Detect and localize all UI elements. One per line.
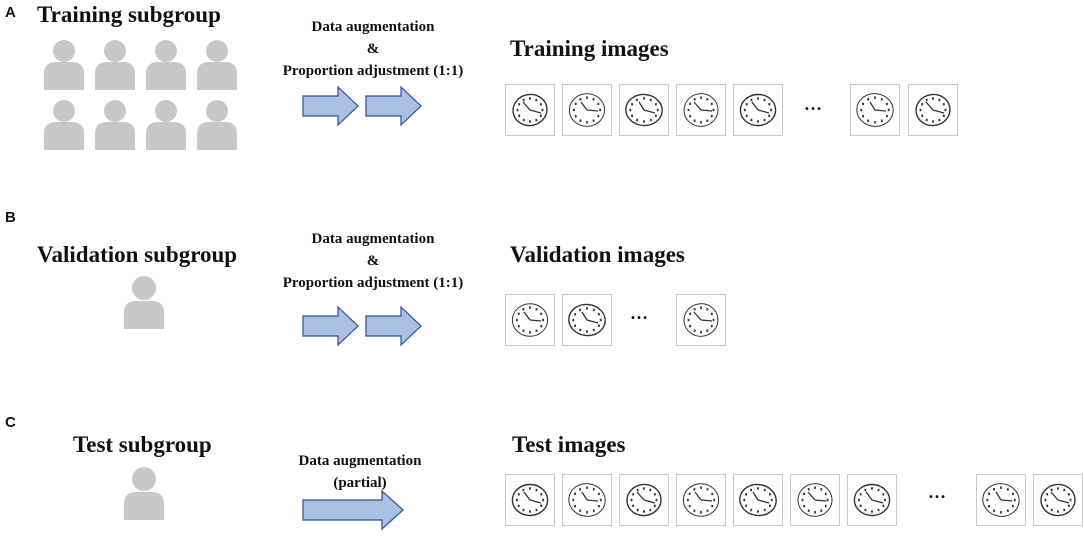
clock-thumbnail <box>676 84 726 136</box>
clock-drawing-icon <box>1040 483 1076 517</box>
test-arrow <box>302 489 408 536</box>
clock-thumbnail <box>790 474 840 526</box>
step-line: Proportion adjustment (1:1) <box>282 63 464 79</box>
clock-drawing-icon <box>682 483 720 517</box>
training-subgroup-people <box>40 38 240 158</box>
clock-drawing-icon <box>568 303 606 337</box>
clock-thumbnail <box>676 294 726 346</box>
clock-drawing-icon <box>625 93 663 127</box>
step-line: (partial) <box>333 475 387 491</box>
validation-ellipsis: … <box>630 303 648 323</box>
clock-drawing-icon <box>512 93 548 127</box>
clock-thumbnail <box>733 474 783 526</box>
clock-drawing-icon <box>739 483 777 517</box>
clock-drawing-icon <box>982 483 1020 517</box>
clock-thumbnail <box>908 84 958 136</box>
step-line: Data augmentation <box>311 231 435 247</box>
clock-drawing-icon <box>853 483 891 517</box>
clock-drawing-icon <box>568 483 606 517</box>
clock-thumbnail <box>505 294 555 346</box>
step-line: & <box>366 253 380 269</box>
person-icon <box>44 40 84 90</box>
clock-thumbnail <box>619 474 669 526</box>
clock-drawing-icon <box>626 483 662 517</box>
training-subgroup-title: Training subgroup <box>37 2 221 27</box>
clock-drawing-icon <box>739 93 777 127</box>
person-icon <box>95 40 135 90</box>
clock-drawing-icon <box>683 303 719 337</box>
clock-drawing-icon <box>511 303 549 337</box>
clock-thumbnail <box>505 84 555 136</box>
clock-drawing-icon <box>915 93 951 127</box>
test-subgroup-people <box>122 466 166 527</box>
clock-drawing-icon <box>797 483 833 517</box>
clock-thumbnail <box>562 84 612 136</box>
person-icon <box>124 276 164 329</box>
clock-thumbnail <box>850 84 900 136</box>
training-step-label: Data augmentation & Proportion adjustmen… <box>258 16 488 82</box>
person-icon <box>124 467 164 520</box>
step-line: & <box>366 41 380 57</box>
test-images-title: Test images <box>512 432 626 457</box>
training-arrows <box>302 85 426 132</box>
clock-thumbnail <box>619 84 669 136</box>
training-images-title: Training images <box>510 36 669 61</box>
person-icon <box>197 100 237 150</box>
validation-subgroup-people <box>122 275 166 336</box>
arrow-icon <box>302 489 404 531</box>
test-ellipsis: … <box>928 482 946 502</box>
panel-letter-b: B <box>5 209 16 226</box>
person-icon <box>146 40 186 90</box>
clock-thumbnail <box>1033 474 1083 526</box>
clock-thumbnail <box>733 84 783 136</box>
clock-thumbnail <box>562 474 612 526</box>
clock-thumbnail <box>847 474 897 526</box>
arrow-icon <box>365 85 422 127</box>
clock-thumbnail <box>676 474 726 526</box>
clock-thumbnail <box>505 474 555 526</box>
person-icon <box>197 40 237 90</box>
person-icon <box>95 100 135 150</box>
arrow-icon <box>302 305 359 347</box>
clock-thumbnail <box>976 474 1026 526</box>
panel-letter-a: A <box>5 4 16 21</box>
person-icon <box>146 100 186 150</box>
test-step-label: Data augmentation (partial) <box>280 450 440 494</box>
test-subgroup-title: Test subgroup <box>73 432 212 457</box>
step-line: Data augmentation <box>311 19 435 35</box>
clock-thumbnail <box>562 294 612 346</box>
clock-drawing-icon <box>683 93 719 127</box>
clock-drawing-icon <box>568 93 606 127</box>
validation-step-label: Data augmentation & Proportion adjustmen… <box>258 228 488 294</box>
panel-letter-c: C <box>5 414 16 431</box>
arrow-icon <box>302 85 359 127</box>
clock-drawing-icon <box>856 93 894 127</box>
clock-drawing-icon <box>511 483 549 517</box>
validation-arrows <box>302 305 426 352</box>
person-icon <box>44 100 84 150</box>
training-ellipsis: … <box>804 94 822 114</box>
people-group <box>44 40 237 150</box>
arrow-icon <box>365 305 422 347</box>
step-line: Data augmentation <box>298 453 422 469</box>
validation-subgroup-title: Validation subgroup <box>37 242 238 267</box>
step-line: Proportion adjustment (1:1) <box>282 275 464 291</box>
validation-images-title: Validation images <box>510 242 685 267</box>
